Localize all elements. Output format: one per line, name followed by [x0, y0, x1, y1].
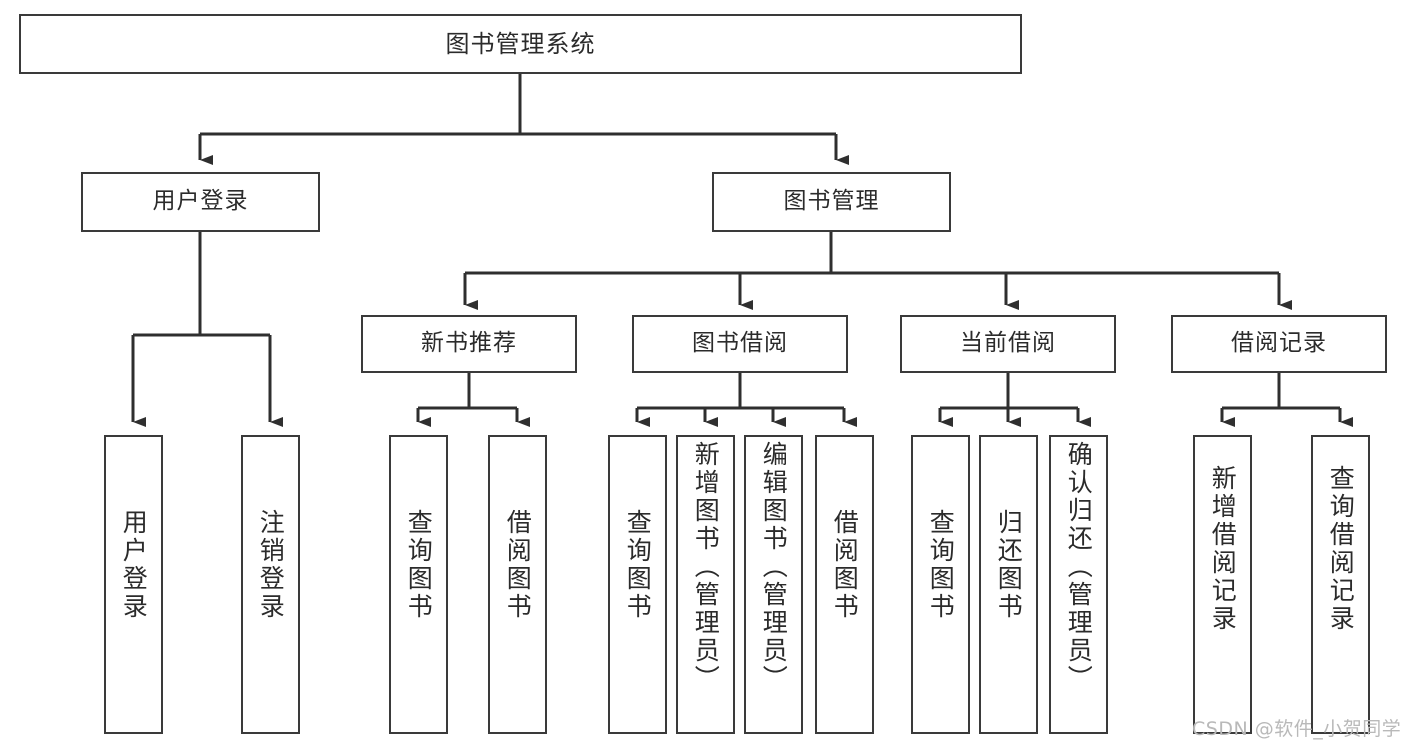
- node-label: 新增图书（管理员）: [691, 441, 721, 693]
- node-book-borrow[interactable]: 图书借阅: [632, 315, 848, 373]
- leaf-borrow-book[interactable]: 借阅图书: [815, 435, 874, 734]
- leaf-query-borrow-record[interactable]: 查询借阅记录: [1311, 435, 1370, 734]
- node-label: 归还图书: [994, 509, 1024, 621]
- node-label: 图书管理系统: [445, 29, 596, 58]
- node-book-management[interactable]: 图书管理: [712, 172, 951, 232]
- node-label: 查询借阅记录: [1326, 465, 1356, 633]
- node-current-borrow[interactable]: 当前借阅: [900, 315, 1116, 373]
- leaf-query-book-borrow[interactable]: 查询图书: [608, 435, 667, 734]
- node-label: 借阅记录: [1231, 330, 1327, 357]
- leaf-query-book-recommend[interactable]: 查询图书: [389, 435, 448, 734]
- leaf-edit-book-admin[interactable]: 编辑图书（管理员）: [744, 435, 803, 734]
- node-label: 新增借阅记录: [1208, 465, 1238, 633]
- node-label: 借阅图书: [503, 509, 533, 621]
- node-label: 确认归还（管理员）: [1064, 441, 1094, 693]
- node-label: 图书管理: [783, 188, 880, 215]
- node-label: 查询图书: [926, 509, 956, 621]
- node-label: 用户登录: [152, 188, 249, 215]
- node-label: 用户登录: [119, 509, 149, 621]
- leaf-query-book-current[interactable]: 查询图书: [911, 435, 970, 734]
- leaf-borrow-book-recommend[interactable]: 借阅图书: [488, 435, 547, 734]
- node-root-system[interactable]: 图书管理系统: [19, 14, 1022, 74]
- node-label: 图书借阅: [692, 330, 788, 357]
- node-label: 查询图书: [623, 509, 653, 621]
- leaf-return-book[interactable]: 归还图书: [979, 435, 1038, 734]
- node-label: 当前借阅: [960, 330, 1056, 357]
- leaf-add-book-admin[interactable]: 新增图书（管理员）: [676, 435, 735, 734]
- watermark-text: CSDN @软件_小贺同学: [1192, 718, 1402, 740]
- leaf-logout[interactable]: 注销登录: [241, 435, 300, 734]
- node-label: 借阅图书: [830, 509, 860, 621]
- node-new-book-recommend[interactable]: 新书推荐: [361, 315, 577, 373]
- node-borrow-records[interactable]: 借阅记录: [1171, 315, 1387, 373]
- leaf-user-login[interactable]: 用户登录: [104, 435, 163, 734]
- node-label: 查询图书: [404, 509, 434, 621]
- node-label: 注销登录: [256, 509, 286, 621]
- node-label: 新书推荐: [421, 330, 517, 357]
- node-label: 编辑图书（管理员）: [759, 441, 789, 693]
- leaf-confirm-return-admin[interactable]: 确认归还（管理员）: [1049, 435, 1108, 734]
- node-user-login[interactable]: 用户登录: [81, 172, 320, 232]
- leaf-add-borrow-record[interactable]: 新增借阅记录: [1193, 435, 1252, 734]
